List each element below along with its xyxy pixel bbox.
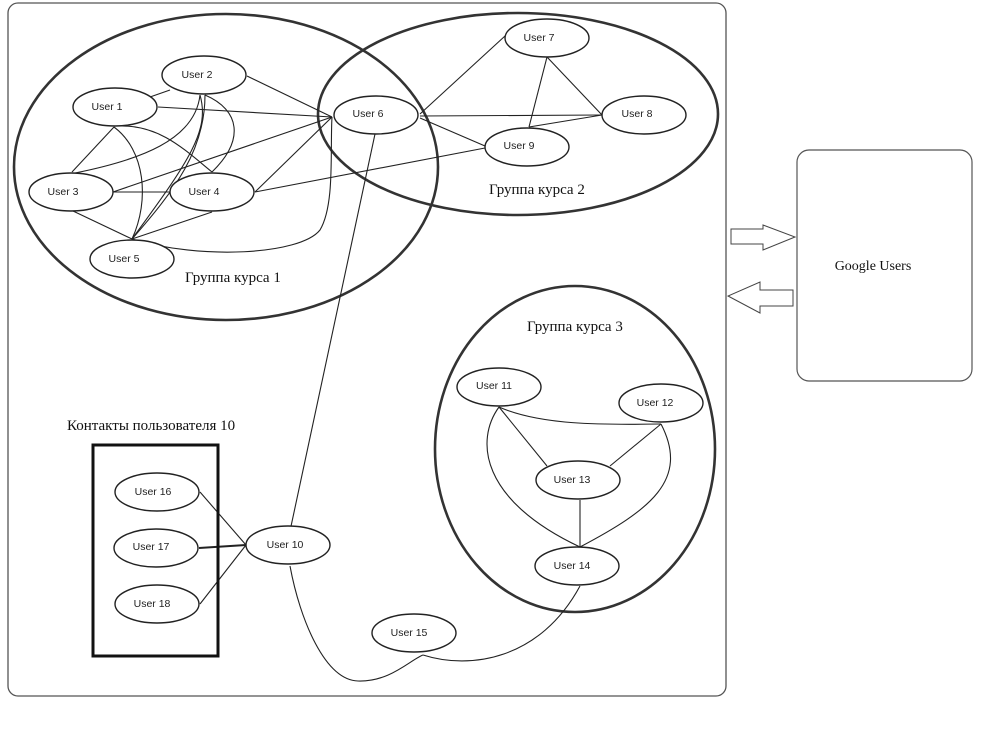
edge-u12-u13 [609,423,662,467]
node-label: User 17 [133,541,170,553]
edge-u6-u10 [289,133,376,532]
edge-u6-u9 [419,117,486,147]
group-ellipse-1 [12,12,440,322]
edge-u1-u2 [149,89,171,98]
node-label: User 4 [189,186,220,198]
edges [71,35,672,682]
edge-u4-u5 [131,211,213,240]
edge-u1-u6 [157,106,333,118]
arrow-right-icon [730,224,797,251]
edge-u3-u5 [72,210,133,240]
node-user-12[interactable]: User 12 [618,383,704,423]
edge-u1-u3 [71,126,115,173]
group-ellipse-3 [433,284,717,614]
node-label: User 1 [92,101,123,113]
node-user-5[interactable]: User 5 [89,239,175,279]
node-label: User 10 [267,539,304,551]
node-label: User 11 [476,380,512,392]
node-user-1[interactable]: User 1 [72,87,158,127]
edge-u2-u3 [74,94,201,174]
edge-u11-u13 [498,406,548,467]
edge-u6-u7 [419,35,506,115]
edge-u2-u5-a [131,94,203,240]
edge-u5-u6 [131,116,333,253]
edge-u2-u4 [204,94,235,173]
node-label: User 6 [353,108,384,120]
node-label: User 13 [554,474,591,486]
node-label: User 18 [134,598,171,610]
node-user-6[interactable]: User 6 [333,95,419,135]
node-user-14[interactable]: User 14 [534,546,620,586]
node-label: User 7 [524,32,555,44]
node-label: User 5 [109,253,140,265]
node-user-13[interactable]: User 13 [535,460,621,500]
google-users-label: Google Users [835,259,912,274]
node-user-3[interactable]: User 3 [28,172,114,212]
node-user-16[interactable]: User 16 [114,472,200,512]
contacts-box [91,443,220,658]
edge-u10-u17 [198,544,247,549]
node-user-4[interactable]: User 4 [169,172,255,212]
node-label: User 15 [391,627,428,639]
edge-u1-u5 [113,126,143,240]
edge-u8-u9 [528,114,603,128]
node-user-15[interactable]: User 15 [371,613,457,653]
node-label: User 8 [622,108,653,120]
arrow-left-icon [726,281,794,314]
google-users-box[interactable] [796,149,973,382]
edge-u15-u14 [422,585,581,662]
edge-u1-u4 [119,125,213,173]
group-label-3: Группа курса 3 [527,319,623,335]
edge-u2-u5-b [131,94,206,240]
node-user-18[interactable]: User 18 [114,584,200,624]
node-user-10[interactable]: User 10 [245,525,331,565]
edge-u10-u18 [199,544,247,605]
node-label: User 2 [182,69,213,81]
node-label: User 3 [48,186,79,198]
edge-u12-u14 [579,423,672,548]
edge-u2-u6 [246,75,333,118]
group-label-1: Группа курса 1 [185,270,281,286]
edge-u6-u8 [419,114,603,117]
edge-u7-u8 [546,56,603,116]
node-user-17[interactable]: User 17 [113,528,199,568]
edge-u11-u12 [498,406,662,425]
edge-u7-u9 [528,56,548,128]
edge-u11-u14 [486,406,581,548]
node-user-8[interactable]: User 8 [601,95,687,135]
edge-u4-u6 [254,116,333,193]
node-label: User 14 [554,560,591,572]
contacts-label: Контакты пользователя 10 [67,418,235,434]
network-frame [7,2,727,697]
group-label-2: Группа курса 2 [489,182,585,198]
edge-u4-u9 [254,147,486,193]
node-user-11[interactable]: User 11 [456,367,542,407]
node-user-2[interactable]: User 2 [161,55,247,95]
group-ellipse-2 [316,11,720,217]
node-user-7[interactable]: User 7 [504,18,590,58]
edge-u10-u15 [289,565,424,682]
node-label: User 16 [135,486,172,498]
node-label: User 9 [504,140,535,152]
edge-u10-u16 [199,491,247,546]
node-user-9[interactable]: User 9 [484,127,570,167]
edge-u3-u6 [112,116,333,193]
node-label: User 12 [637,397,674,409]
